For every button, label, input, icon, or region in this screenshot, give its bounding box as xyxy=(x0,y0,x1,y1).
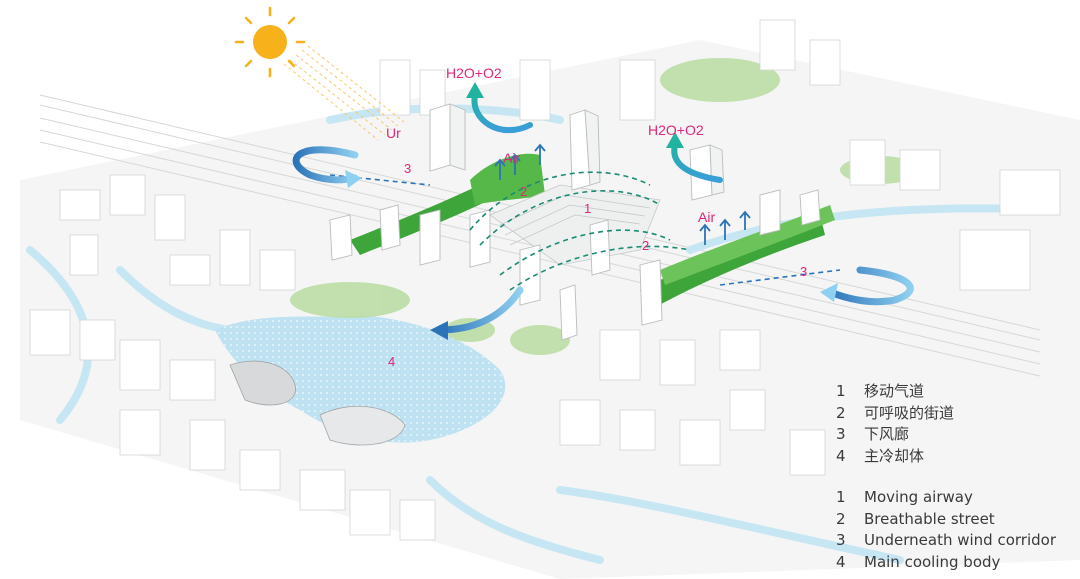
legend-text: Moving airway xyxy=(864,487,973,509)
number-2-label-left: 2 xyxy=(520,184,527,199)
legend-row: 2 Breathable street xyxy=(836,509,1076,531)
legend-number: 1 xyxy=(836,381,864,403)
legend-row: 4 主冷却体 xyxy=(836,446,1076,468)
legend-row: 4 Main cooling body xyxy=(836,552,1076,574)
legend-number: 3 xyxy=(836,530,864,552)
legend-row: 3 Underneath wind corridor xyxy=(836,530,1076,552)
legend: 1 移动气道 2 可呼吸的街道 3 下风廊 4 主冷却体 1 Moving ai… xyxy=(836,381,1076,573)
air-label-left: Air xyxy=(503,150,520,166)
legend-number: 1 xyxy=(836,487,864,509)
legend-text: 主冷却体 xyxy=(864,446,924,468)
legend-text: 移动气道 xyxy=(864,381,924,403)
number-4-label: 4 xyxy=(388,354,395,369)
legend-text: 下风廊 xyxy=(864,424,909,446)
legend-row: 1 移动气道 xyxy=(836,381,1076,403)
air-label-right: Air xyxy=(698,209,715,225)
number-3-label-right: 3 xyxy=(800,264,807,279)
legend-text: 可呼吸的街道 xyxy=(864,403,954,425)
legend-row: 3 下风廊 xyxy=(836,424,1076,446)
legend-text: Breathable street xyxy=(864,509,995,531)
legend-text: Main cooling body xyxy=(864,552,1000,574)
number-2-label-right: 2 xyxy=(642,238,649,253)
legend-number: 2 xyxy=(836,509,864,531)
legend-number: 4 xyxy=(836,446,864,468)
h2o-o2-label-right: H2O+O2 xyxy=(648,122,704,138)
legend-number: 2 xyxy=(836,403,864,425)
legend-spacer xyxy=(836,467,1076,487)
legend-text: Underneath wind corridor xyxy=(864,530,1056,552)
legend-number: 3 xyxy=(836,424,864,446)
legend-row: 2 可呼吸的街道 xyxy=(836,403,1076,425)
number-1-label: 1 xyxy=(584,201,591,216)
legend-row: 1 Moving airway xyxy=(836,487,1076,509)
legend-number: 4 xyxy=(836,552,864,574)
ur-label: Ur xyxy=(386,125,401,141)
h2o-o2-label-left: H2O+O2 xyxy=(446,65,502,81)
number-3-label-left: 3 xyxy=(404,161,411,176)
